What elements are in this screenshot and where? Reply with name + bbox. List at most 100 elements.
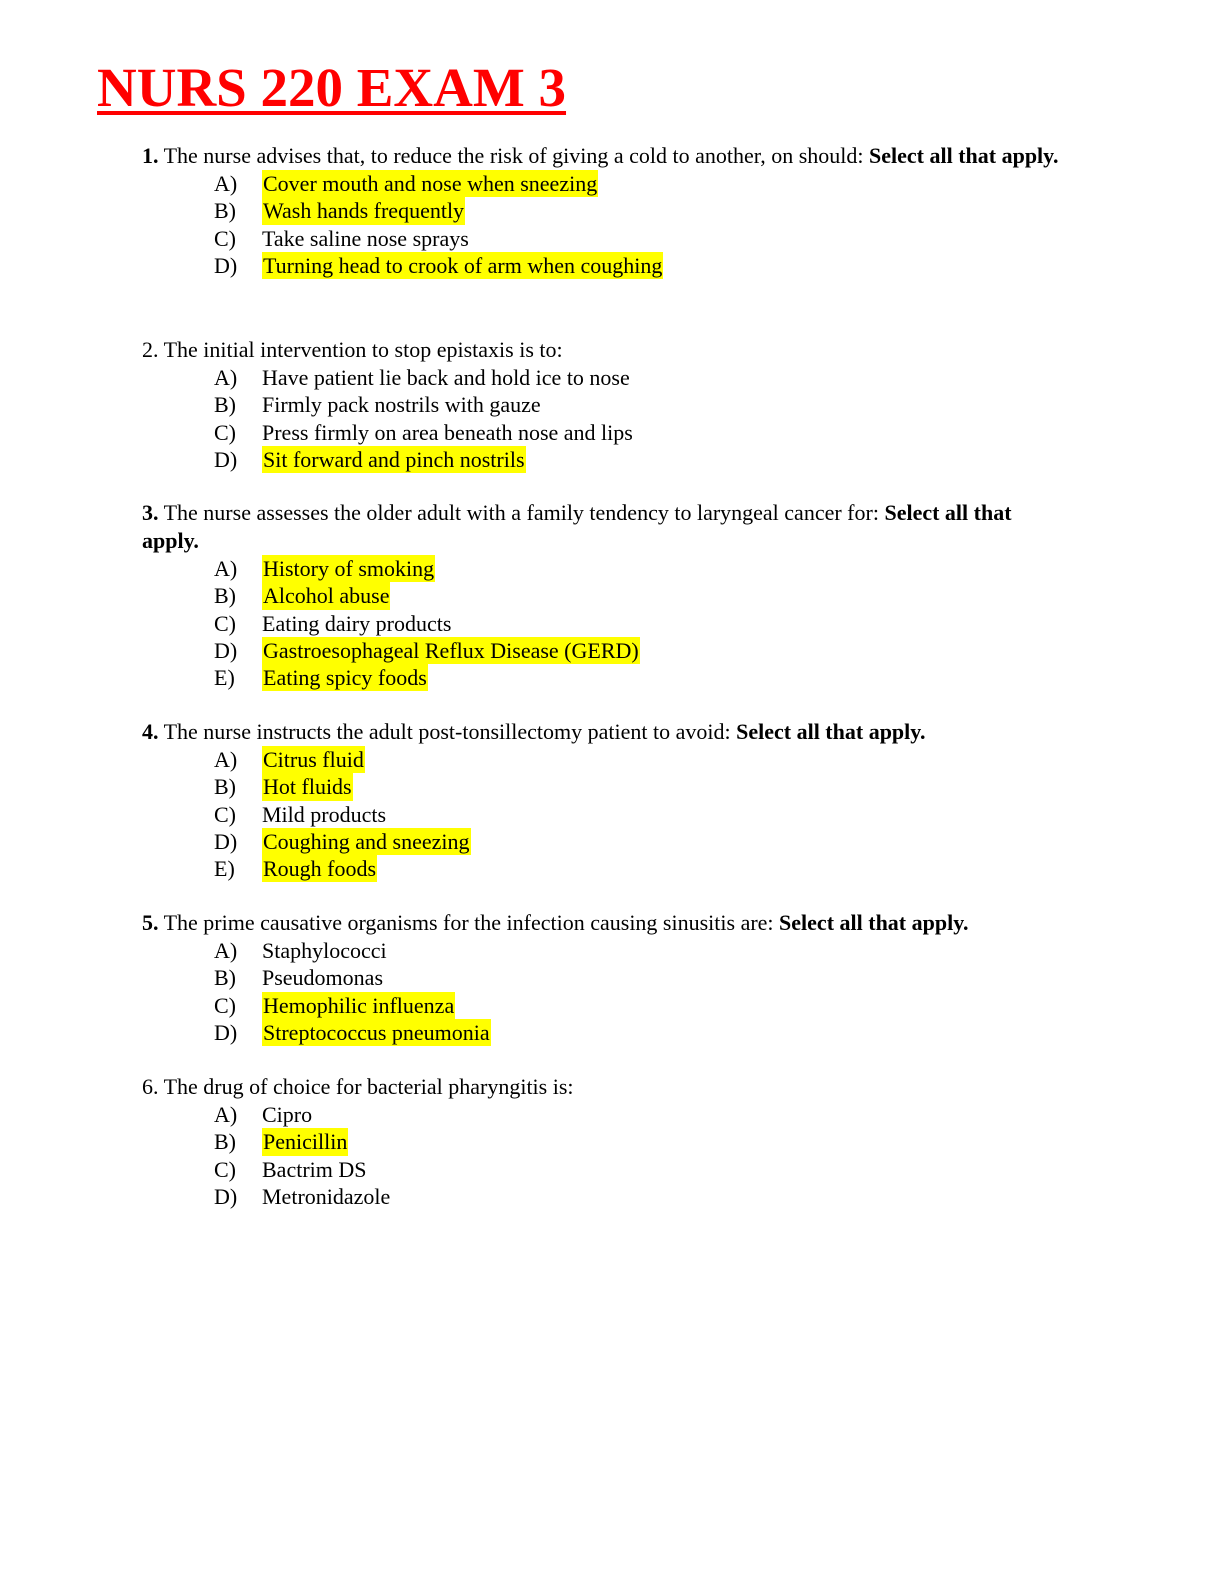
option-letter: B) bbox=[214, 583, 236, 609]
select-all-instruction: Select all that apply. bbox=[779, 910, 969, 935]
option-text: Bactrim DS bbox=[262, 1156, 367, 1182]
question-stem: 5. The prime causative organisms for the… bbox=[142, 909, 1062, 937]
option-letter: B) bbox=[214, 774, 236, 800]
question-text: The initial intervention to stop epistax… bbox=[158, 337, 563, 362]
question-5: 5. The prime causative organisms for the… bbox=[142, 909, 1062, 1047]
option-text-highlighted: Hemophilic influenza bbox=[262, 991, 456, 1019]
answer-option: C) Press firmly on area beneath nose and … bbox=[142, 419, 1062, 446]
option-letter: D) bbox=[214, 637, 238, 663]
option-text: Mild products bbox=[262, 801, 387, 827]
select-all-instruction: Select all that apply. bbox=[736, 719, 926, 744]
answer-option: D) Gastroesophageal Reflux Disease (GERD) bbox=[142, 636, 1062, 665]
answer-option: A) Staphylococci bbox=[142, 937, 1062, 964]
answer-option: B) Alcohol abuse bbox=[142, 582, 1062, 610]
answer-option: B) Pseudomonas bbox=[142, 964, 1062, 991]
answer-option: C) Bactrim DS bbox=[142, 1156, 1062, 1183]
option-text: Metronidazole bbox=[262, 1183, 391, 1209]
option-text: Pseudomonas bbox=[262, 965, 383, 991]
answer-option: C)Eating dairy products bbox=[142, 610, 1062, 637]
question-6: 6. The drug of choice for bacterial phar… bbox=[142, 1073, 1062, 1210]
option-text-highlighted: Hot fluids bbox=[262, 773, 353, 801]
answer-option: D)Streptococcus pneumonia bbox=[142, 1018, 1062, 1047]
option-letter: A) bbox=[214, 938, 238, 963]
option-letter: E) bbox=[214, 856, 235, 882]
answer-option: B)Wash hands frequently bbox=[142, 197, 1062, 225]
question-stem: 4. The nurse instructs the adult post-to… bbox=[142, 718, 1062, 746]
option-text-highlighted: Gastroesophageal Reflux Disease (GERD) bbox=[262, 636, 640, 665]
option-letter: C) bbox=[214, 419, 236, 445]
answer-option: C) Mild products bbox=[142, 801, 1062, 828]
answer-option: D) Coughing and sneezing bbox=[142, 827, 1062, 856]
question-number: 6. bbox=[142, 1074, 159, 1099]
question-text: The nurse assesses the older adult with … bbox=[158, 500, 885, 525]
option-letter: D) bbox=[214, 828, 238, 854]
question-number: 4. bbox=[142, 719, 159, 744]
option-letter: D) bbox=[214, 446, 238, 472]
option-text: Firmly pack nostrils with gauze bbox=[262, 392, 541, 418]
answer-option: B) Penicillin bbox=[142, 1128, 1062, 1156]
option-letter: B) bbox=[214, 1129, 236, 1155]
answer-option: A) Cipro bbox=[142, 1101, 1062, 1128]
question-number: 1. bbox=[142, 143, 159, 168]
option-text: Cipro bbox=[262, 1102, 313, 1127]
question-2: 2. The initial intervention to stop epis… bbox=[142, 336, 1062, 474]
option-text-highlighted: History of smoking bbox=[262, 555, 436, 583]
answer-option: D) Metronidazole bbox=[142, 1183, 1062, 1210]
question-number: 2. bbox=[142, 337, 159, 362]
select-all-instruction: Select all that apply. bbox=[869, 143, 1059, 168]
option-text: Staphylococci bbox=[262, 938, 387, 963]
option-text-highlighted: Streptococcus pneumonia bbox=[262, 1018, 491, 1047]
option-letter: D) bbox=[214, 252, 238, 278]
answer-option: D) Sit forward and pinch nostrils bbox=[142, 445, 1062, 474]
question-4: 4. The nurse instructs the adult post-to… bbox=[142, 718, 1062, 883]
option-text-highlighted: Wash hands frequently bbox=[262, 197, 466, 225]
option-text-highlighted: Coughing and sneezing bbox=[262, 827, 471, 856]
question-text: The nurse advises that, to reduce the ri… bbox=[158, 143, 869, 168]
option-text: Have patient lie back and hold ice to no… bbox=[262, 365, 630, 390]
option-text: Take saline nose sprays bbox=[262, 225, 469, 251]
answer-option: D) Turning head to crook of arm when coug… bbox=[142, 251, 1062, 280]
answer-options: A) Have patient lie back and hold ice to … bbox=[142, 364, 1062, 474]
option-text-highlighted: Citrus fluid bbox=[262, 746, 365, 774]
answer-option: A) Have patient lie back and hold ice to … bbox=[142, 364, 1062, 391]
question-text: The nurse instructs the adult post-tonsi… bbox=[158, 719, 737, 744]
exam-title: NURS 220 EXAM 3 bbox=[97, 57, 567, 118]
question-text: The prime causative organisms for the in… bbox=[158, 910, 780, 935]
question-stem: 2. The initial intervention to stop epis… bbox=[142, 336, 1062, 364]
answer-option: C) Take saline nose sprays bbox=[142, 225, 1062, 252]
option-letter: A) bbox=[214, 171, 238, 196]
question-stem: 3. The nurse assesses the older adult wi… bbox=[142, 499, 1062, 555]
option-letter: C) bbox=[214, 801, 236, 827]
answer-option: A) History of smoking bbox=[142, 555, 1062, 583]
option-text: Press firmly on area beneath nose and li… bbox=[262, 419, 633, 445]
option-text-highlighted: Alcohol abuse bbox=[262, 582, 391, 610]
question-text: The drug of choice for bacterial pharyng… bbox=[158, 1074, 574, 1099]
option-letter: A) bbox=[214, 1102, 238, 1127]
option-letter: C) bbox=[214, 992, 236, 1018]
answer-option: E)Eating spicy foods bbox=[142, 664, 1062, 692]
option-letter: A) bbox=[214, 556, 238, 581]
answer-option: A) Citrus fluid bbox=[142, 746, 1062, 774]
question-stem: 1. The nurse advises that, to reduce the… bbox=[142, 142, 1062, 170]
option-letter: D) bbox=[214, 1183, 238, 1209]
option-text-highlighted: Rough foods bbox=[262, 855, 378, 883]
option-letter: C) bbox=[214, 1156, 236, 1182]
option-text-highlighted: Penicillin bbox=[262, 1128, 349, 1156]
option-text-highlighted: Turning head to crook of arm when coughi… bbox=[262, 251, 664, 280]
question-3: 3. The nurse assesses the older adult wi… bbox=[142, 499, 1062, 692]
question-number: 3. bbox=[142, 500, 159, 525]
answer-option: B) Hot fluids bbox=[142, 773, 1062, 801]
option-letter: C) bbox=[214, 225, 236, 251]
option-text-highlighted: Sit forward and pinch nostrils bbox=[262, 445, 526, 474]
option-letter: A) bbox=[214, 747, 238, 772]
answer-option: A)Cover mouth and nose when sneezing bbox=[142, 170, 1062, 198]
question-stem: 6. The drug of choice for bacterial phar… bbox=[142, 1073, 1062, 1101]
option-letter: C) bbox=[214, 610, 236, 636]
option-letter: A) bbox=[214, 365, 238, 390]
option-letter: B) bbox=[214, 965, 236, 991]
